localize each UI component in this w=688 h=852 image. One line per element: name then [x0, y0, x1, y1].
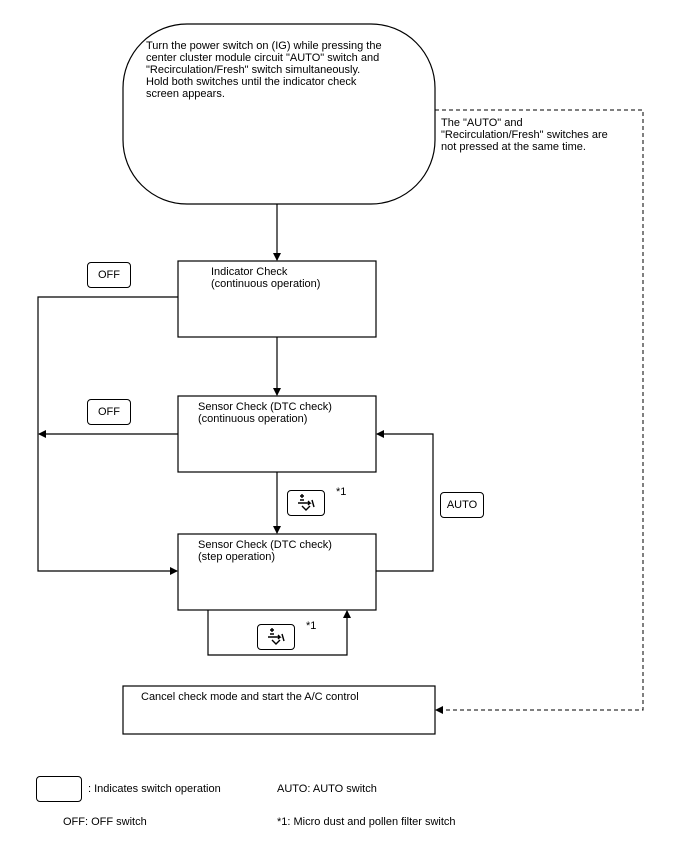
- side-note: The "AUTO" and "Recirculation/Fresh" swi…: [441, 117, 608, 153]
- start-terminator: [122, 23, 436, 205]
- legend-switch-symbol: [36, 776, 82, 802]
- micro-dust-pollen-filter-icon: [298, 494, 315, 511]
- start-text: Turn the power switch on (IG) while pres…: [146, 40, 382, 100]
- cancel-box: [122, 685, 436, 735]
- cancel-label: Cancel check mode and start the A/C cont…: [141, 691, 359, 703]
- sensor-continuous-label: Sensor Check (DTC check) (continuous ope…: [198, 401, 332, 425]
- off-switch-middle: OFF: [87, 399, 131, 425]
- auto-loop-path: [376, 430, 434, 572]
- micro-dust-pollen-filter-icon: [268, 628, 285, 645]
- indicator-check-box: [177, 260, 377, 338]
- auto-switch: AUTO: [440, 492, 484, 518]
- micro-dust-switch-upper: [287, 490, 325, 516]
- off-switch-top: OFF: [87, 262, 131, 288]
- legend-off: OFF: OFF switch: [63, 816, 147, 828]
- sensor-step-box: [177, 533, 377, 611]
- sensor-step-label: Sensor Check (DTC check) (step operation…: [198, 539, 332, 563]
- step-loop-path: [207, 610, 351, 656]
- legend-switch-operation: : Indicates switch operation: [88, 783, 221, 795]
- indicator-check-label: Indicator Check (continuous operation): [211, 266, 321, 290]
- legend-auto: AUTO: AUTO switch: [277, 783, 377, 795]
- footnote-mark-lower: *1: [306, 620, 317, 632]
- micro-dust-switch-lower: [257, 624, 295, 650]
- sensor-continuous-box: [177, 395, 377, 473]
- footnote-mark-upper: *1: [336, 486, 347, 498]
- legend-footnote: *1: Micro dust and pollen filter switch: [277, 816, 456, 828]
- dashed-bypass-path: [435, 109, 644, 714]
